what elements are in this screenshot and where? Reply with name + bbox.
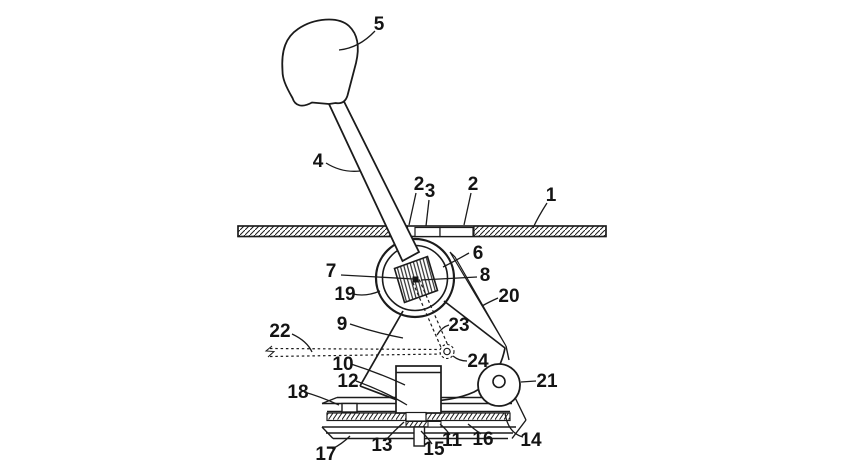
leader-6 [442,252,470,268]
roller-hole [492,374,506,389]
shift-knob-5 [281,18,359,107]
leader-9 [349,323,404,339]
leader-16 [467,423,482,435]
panel-1 [237,225,607,238]
ref-label-16: 16 [472,429,494,450]
leader-14 [504,412,524,438]
leader-3 [425,199,430,227]
ref-label-3: 3 [424,181,436,202]
ref-label-14: 14 [520,430,542,451]
leader-12 [355,380,408,406]
opening-insert-2 [439,226,474,238]
ref-label-8: 8 [479,265,491,286]
ref-label-18: 18 [287,382,309,403]
roller-21 [477,363,521,407]
leader-20 [481,297,499,307]
leader-5 [338,30,376,51]
latch-plate-11 [427,421,442,428]
leader-1 [532,202,548,229]
leader-13 [384,421,405,442]
ref-label-19: 19 [334,284,356,305]
slider-foot-12 [405,411,427,422]
ref-label-4: 4 [312,151,324,172]
pivot-center-8 [412,276,419,283]
leader-23 [436,324,450,336]
ref-label-11: 11 [441,430,463,451]
leader-2a [408,192,417,226]
pivot-24 [439,343,455,360]
leader-19 [352,290,381,296]
opening-insert-3 [414,226,441,238]
leader-10 [350,363,406,386]
ref-label-22: 22 [269,321,291,342]
ref-label-10: 10 [332,354,354,375]
ref-label-24: 24 [467,351,489,372]
leader-7 [340,274,415,280]
ref-label-15: 15 [423,439,445,460]
ref-label-20: 20 [498,286,520,307]
ref-label-7: 7 [325,261,337,282]
leader-17 [331,435,351,450]
leader-2b [463,192,472,226]
leader-18 [303,391,340,406]
leader-4 [325,162,361,172]
ref-label-9: 9 [336,314,348,335]
leader-22 [291,333,313,353]
leader-11 [439,423,451,436]
ref-label-2a: 2 [413,174,425,195]
ref-label-2b: 2 [467,174,479,195]
ref-label-12: 12 [337,371,359,392]
latch-pad-13 [405,421,429,428]
leader-21 [520,380,537,383]
ref-label-23: 23 [448,315,470,336]
slider-block-10 [395,365,442,414]
leader-24 [452,355,468,362]
ref-label-1: 1 [545,185,557,206]
leader-lines [291,30,548,450]
dashed-axis-22 [264,345,444,358]
ref-label-5: 5 [373,14,385,35]
spring-link-20 [449,251,510,361]
ref-label-13: 13 [371,435,393,456]
leader-8 [420,276,478,281]
latch-tab-15 [413,426,426,447]
ref-label-21: 21 [536,371,558,392]
leader-15 [420,430,433,445]
ref-label-17: 17 [315,444,337,465]
ball-block-7 [393,255,439,304]
rail-right-end-14 [514,397,527,421]
stop-block-18 [341,402,358,413]
ref-label-6: 6 [472,243,484,264]
dashed-link-23 [412,279,451,354]
